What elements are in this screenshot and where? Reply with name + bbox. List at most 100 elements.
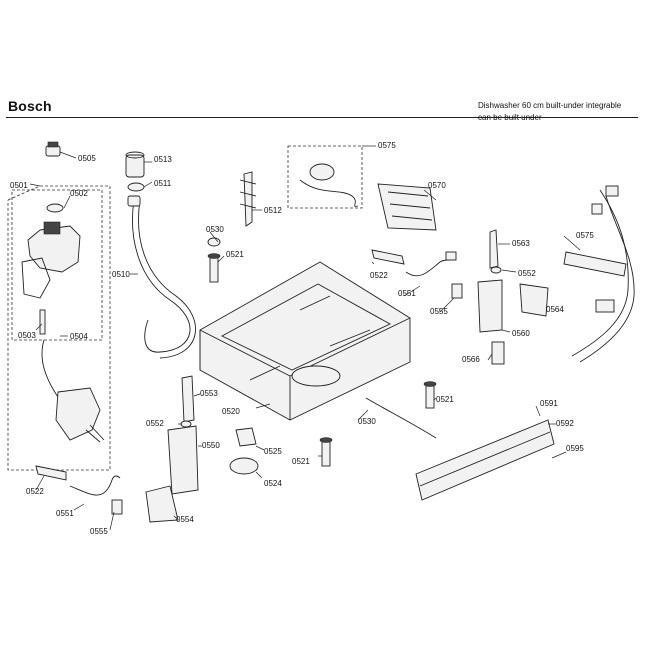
label-0564: 0564 (546, 305, 564, 314)
aquastop-wire (85, 424, 105, 443)
control-dashed-box (287, 145, 363, 209)
wiring-harness-0575 (563, 185, 635, 363)
label-0530: 0530 (206, 225, 224, 234)
bracket-0522-left (35, 465, 67, 481)
float-0550 (167, 425, 199, 495)
electronic-module-0570 (377, 183, 437, 231)
base-pan-inner (221, 283, 391, 371)
cap-0505 (45, 145, 61, 157)
label-0502: 0502 (70, 189, 88, 198)
label-0550: 0550 (202, 441, 220, 450)
drain-hose-0510-outer (138, 199, 196, 359)
connector-block-0564 (519, 283, 549, 317)
hose-clip-0503 (39, 309, 46, 335)
leader-lines (29, 145, 581, 531)
plinth-group (415, 419, 567, 501)
label-0510: 0510 (112, 270, 130, 279)
screw-0521-top (209, 255, 219, 283)
label-0504: 0504 (70, 332, 88, 341)
harness-second (579, 195, 635, 363)
base-pump-well (291, 365, 341, 387)
cover-0524 (229, 457, 259, 475)
label-0524: 0524 (264, 479, 282, 488)
nut-0502 (46, 203, 64, 213)
nut-0530 (207, 237, 221, 247)
heater-part-0566 (491, 341, 505, 365)
model-description: Dishwasher 60 cm built-under integrable … (478, 100, 621, 124)
inlet-valve-body (27, 225, 81, 273)
switch-0563 (489, 229, 499, 269)
label-0575: 0575 (378, 141, 396, 150)
cable-0530 (365, 397, 437, 439)
clip-0512-body (243, 171, 253, 227)
label-0521-mid: 0521 (436, 395, 454, 404)
label-0513: 0513 (154, 155, 172, 164)
label-0520: 0520 (222, 407, 240, 416)
pressure-switch-0575 (309, 163, 335, 181)
float-switch-0560 (477, 279, 503, 333)
label-0551-right: 0551 (398, 289, 416, 298)
screw-head-lower (319, 437, 333, 443)
label-0501: 0501 (10, 181, 28, 190)
plinth-0591 (415, 419, 555, 501)
clip-0512-teeth (239, 179, 257, 209)
aquastop-dashed-frame (7, 185, 111, 471)
harness-top-plug (605, 185, 619, 197)
base-pan-edges (199, 317, 411, 420)
base-pan-ribs (249, 295, 371, 381)
right-sensor-group (371, 229, 549, 365)
label-0555-right: 0555 (430, 307, 448, 316)
arrow-0595 (551, 451, 567, 459)
base-pan-0520 (199, 261, 411, 421)
sleeve-0513 (125, 154, 145, 178)
clip-0512 (239, 171, 257, 227)
label-0595: 0595 (566, 444, 584, 453)
drain-hose-0510 (132, 199, 191, 353)
harness-main (571, 189, 629, 357)
inlet-valve-bracket (21, 257, 51, 299)
label-0563: 0563 (512, 239, 530, 248)
harness-plug (595, 299, 615, 313)
screw-0521-mid (425, 383, 435, 409)
inlet-valve-dashed-box (11, 189, 103, 341)
label-0552-left: 0552 (146, 419, 164, 428)
screw-head (207, 253, 221, 259)
label-0530-lower: 0530 (358, 417, 376, 426)
screws-top (207, 237, 221, 283)
label-0575-harness: 0575 (576, 231, 594, 240)
aquastop-group (7, 141, 111, 471)
label-0503: 0503 (18, 331, 36, 340)
screw-head-mid (423, 381, 437, 387)
connector-0525 (235, 427, 257, 447)
harness-plug-2 (591, 203, 603, 215)
label-0521: 0521 (226, 250, 244, 259)
bracket-0522-right (371, 249, 405, 265)
label-0570: 0570 (428, 181, 446, 190)
part-labels: 0505 0501 0502 0503 0504 0513 0511 0510 … (10, 141, 594, 536)
label-0522-right: 0522 (370, 271, 388, 280)
aquastop-unit-0504 (55, 387, 101, 441)
bracket-0554 (145, 485, 179, 523)
label-0560: 0560 (512, 329, 530, 338)
plinth-edge (419, 431, 551, 487)
label-0525: 0525 (264, 447, 282, 456)
label-0521-lower: 0521 (292, 457, 310, 466)
description-line-1: Dishwasher 60 cm built-under integrable (478, 101, 622, 110)
label-0592: 0592 (556, 419, 574, 428)
label-0551-left: 0551 (56, 509, 74, 518)
control-module-group (287, 145, 437, 231)
hose-clamp-0511 (127, 182, 145, 192)
label-0505: 0505 (78, 154, 96, 163)
brand-name: Bosch (8, 98, 52, 114)
label-0512: 0512 (264, 206, 282, 215)
label-0591: 0591 (540, 399, 558, 408)
module-ribs (387, 191, 433, 221)
label-0566: 0566 (462, 355, 480, 364)
clip-0555-left (111, 499, 123, 515)
sleeve-rim (125, 151, 145, 159)
label-0555-left: 0555 (90, 527, 108, 536)
washer-0552-right (490, 266, 502, 274)
cable-0551-left (69, 475, 121, 496)
inlet-hose (41, 339, 61, 401)
